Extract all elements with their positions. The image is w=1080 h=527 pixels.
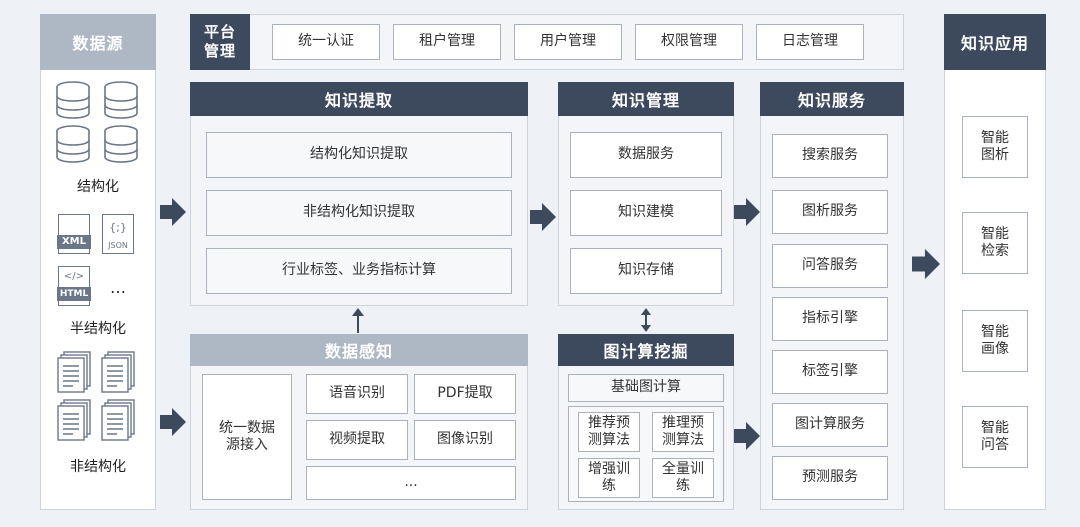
graph-item-full-training: 全量训练: [652, 458, 714, 498]
document-icons: [57, 351, 135, 441]
graph-item-full-training-label: 全量训练: [662, 460, 704, 495]
service-item-tag-engine: 标签引擎: [772, 350, 888, 394]
json-file-icon: {;} JSON: [102, 214, 134, 254]
management-item-storage: 知识存储: [570, 248, 722, 294]
xml-file-tag: XML: [57, 235, 91, 249]
extraction-item-industry-tags: 行业标签、业务指标计算: [206, 248, 512, 294]
graph-item-recommend-label: 推荐预测算法: [588, 414, 630, 449]
platform-item-log: 日志管理: [756, 24, 864, 60]
more-files-ellipsis: …: [110, 278, 126, 297]
document-stack-icon: [101, 351, 135, 393]
graph-item-inference-label: 推理预测算法: [662, 414, 704, 449]
graph-item-enhanced-training: 增强训练: [578, 458, 640, 498]
unified-data-access: 统一数据源接入: [202, 374, 292, 500]
html-file-tag: HTML: [57, 287, 91, 301]
app-item-retrieval: 智能检索: [962, 212, 1028, 274]
perception-item-pdf: PDF提取: [414, 374, 516, 414]
management-item-data-service: 数据服务: [570, 132, 722, 178]
database-icon: [56, 81, 90, 119]
service-item-graph-analysis: 图析服务: [772, 190, 888, 234]
perception-item-more: ...: [306, 466, 516, 500]
perception-item-video: 视频提取: [306, 420, 408, 460]
app-item-qa-label: 智能问答: [981, 419, 1009, 454]
service-item-prediction: 预测服务: [772, 456, 888, 500]
app-item-retrieval-label: 智能检索: [981, 225, 1009, 260]
data-perception-title: 数据感知: [190, 334, 528, 366]
app-item-profile: 智能画像: [962, 310, 1028, 372]
json-file-tag: JSON: [108, 241, 128, 250]
app-item-graph-analysis: 智能图析: [962, 116, 1028, 178]
management-item-modeling: 知识建模: [570, 190, 722, 236]
knowledge-extraction-title: 知识提取: [190, 82, 528, 116]
document-stack-icon: [57, 399, 91, 441]
graph-item-enhanced-training-label: 增强训练: [588, 460, 630, 495]
semi-structured-label: 半结构化: [70, 321, 126, 337]
database-icon: [56, 125, 90, 163]
unstructured-label: 非结构化: [70, 459, 126, 475]
platform-title-text: 平台管理: [203, 23, 236, 60]
perception-item-speech: 语音识别: [306, 374, 408, 414]
database-icons: [56, 81, 138, 163]
structured-label: 结构化: [77, 179, 119, 195]
right-arrow: [530, 203, 556, 231]
knowledge-service-title: 知识服务: [760, 82, 904, 116]
bidirectional-arrow: [641, 308, 651, 332]
graph-item-recommend: 推荐预测算法: [578, 412, 640, 452]
extraction-item-structured: 结构化知识提取: [206, 132, 512, 178]
service-item-graph-compute: 图计算服务: [772, 403, 888, 447]
platform-item-permission: 权限管理: [635, 24, 743, 60]
right-arrow: [734, 198, 760, 226]
platform-management-title: 平台管理: [190, 14, 250, 70]
extraction-item-unstructured: 非结构化知识提取: [206, 190, 512, 236]
app-item-profile-label: 智能画像: [981, 323, 1009, 358]
document-stack-icon: [101, 399, 135, 441]
database-icon: [104, 81, 138, 119]
platform-item-tenant: 租户管理: [393, 24, 501, 60]
html-file-icon: </> HTML: [57, 266, 91, 306]
service-item-search: 搜索服务: [772, 134, 888, 178]
up-arrow: [352, 308, 364, 333]
perception-item-image: 图像识别: [414, 420, 516, 460]
platform-item-user: 用户管理: [514, 24, 622, 60]
platform-item-auth: 统一认证: [272, 24, 380, 60]
app-item-graph-analysis-label: 智能图析: [981, 129, 1009, 164]
graph-item-inference: 推理预测算法: [652, 412, 714, 452]
document-stack-icon: [57, 351, 91, 393]
knowledge-app-title: 知识应用: [944, 14, 1046, 70]
xml-file-icon: XML: [57, 214, 91, 254]
unified-data-access-label: 统一数据源接入: [219, 419, 275, 454]
database-icon: [104, 125, 138, 163]
right-arrow: [734, 422, 760, 450]
service-item-qa: 问答服务: [772, 244, 888, 288]
graph-base-compute: 基础图计算: [568, 374, 724, 402]
service-item-metric-engine: 指标引擎: [772, 297, 888, 341]
right-arrow: [912, 248, 940, 280]
graph-mining-title: 图计算挖掘: [558, 334, 734, 366]
right-arrow: [160, 408, 186, 436]
app-item-qa: 智能问答: [962, 406, 1028, 468]
data-source-title: 数据源: [40, 14, 156, 70]
knowledge-management-title: 知识管理: [558, 82, 734, 116]
right-arrow: [160, 198, 186, 226]
